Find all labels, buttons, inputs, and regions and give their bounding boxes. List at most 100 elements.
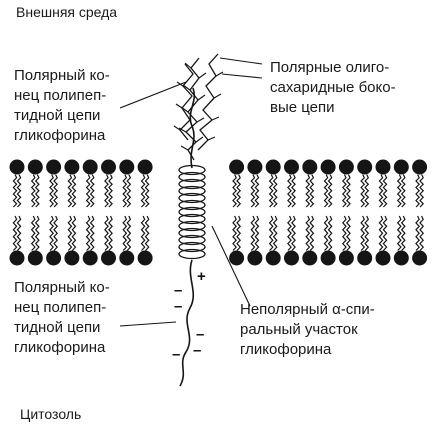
lipid-tail bbox=[382, 215, 388, 251]
lipid-tail bbox=[415, 215, 421, 251]
lipid-tail bbox=[108, 215, 113, 251]
lipid-tail bbox=[34, 215, 40, 251]
lipid-head bbox=[137, 159, 153, 175]
lipid-head bbox=[229, 250, 245, 266]
lipid-tail bbox=[364, 215, 370, 251]
lipid-tail bbox=[144, 215, 150, 251]
minus-charge: – bbox=[196, 326, 205, 343]
lipid-tail bbox=[53, 215, 59, 251]
helix-label-line: гликофорина bbox=[240, 341, 332, 358]
lipid-tail bbox=[49, 215, 55, 251]
pointer-line bbox=[219, 57, 263, 65]
sugar-branch bbox=[195, 136, 204, 143]
lipid-tail bbox=[122, 215, 128, 251]
lipid-tail bbox=[250, 174, 256, 208]
minus-charge: – bbox=[172, 346, 181, 363]
lipid-tail bbox=[327, 215, 333, 251]
helix-coil bbox=[178, 206, 206, 218]
lipid-tail bbox=[323, 174, 329, 208]
lipid-tail bbox=[345, 174, 351, 208]
helix-coil bbox=[178, 199, 206, 211]
lipid-tail bbox=[378, 215, 384, 251]
sugar-chain bbox=[197, 53, 219, 151]
polar-end-bottom-label: Полярный ко- нец полипеп- тидной цепи гл… bbox=[14, 278, 110, 358]
polar-end-top-label: Полярный ко- нец полипеп- тидной цепи гл… bbox=[14, 66, 110, 146]
polar-end-bottom-line: Полярный ко- bbox=[14, 279, 110, 296]
polar-end-bottom-line: нец полипеп- bbox=[14, 299, 107, 316]
lipid-head bbox=[82, 250, 98, 266]
sugar-branch bbox=[182, 84, 191, 91]
lipid-tail bbox=[12, 174, 18, 208]
sugar-branch bbox=[175, 103, 183, 109]
lipid-head bbox=[46, 159, 62, 175]
lipid-tail bbox=[108, 174, 113, 208]
lipid-head bbox=[320, 250, 336, 266]
lipid-tail bbox=[236, 215, 242, 251]
lipid-tail bbox=[341, 215, 347, 251]
lipid-tail bbox=[419, 174, 425, 208]
lipid-head bbox=[9, 159, 25, 175]
lipid-head bbox=[302, 250, 318, 266]
lipid-tail bbox=[419, 215, 425, 251]
sugar-branch bbox=[180, 106, 189, 113]
lipid-tail bbox=[345, 215, 351, 251]
lipid-tail bbox=[30, 174, 36, 208]
lipid-head bbox=[302, 159, 318, 175]
glycophorin-protein bbox=[178, 87, 206, 387]
helix-label-line: ральный участок bbox=[240, 321, 358, 338]
lipid-head bbox=[284, 159, 299, 175]
lipid-head bbox=[338, 159, 354, 175]
lipid-tail bbox=[53, 174, 59, 208]
lipid-tail bbox=[12, 215, 18, 251]
lipid-tail bbox=[291, 215, 296, 251]
helix-coil bbox=[178, 227, 206, 239]
lipid-head bbox=[119, 250, 135, 266]
helix-coil bbox=[178, 192, 206, 204]
lipid-tail bbox=[415, 174, 421, 208]
lipid-tail bbox=[396, 215, 402, 251]
sugar-chain bbox=[179, 63, 194, 141]
sugar-branch bbox=[215, 71, 224, 77]
lipid-head bbox=[284, 250, 299, 266]
lipid-head bbox=[9, 250, 25, 266]
lipid-tail bbox=[232, 215, 238, 251]
sugar-branch bbox=[180, 145, 189, 151]
lipid-tail bbox=[85, 174, 91, 208]
lipid-head bbox=[64, 250, 80, 266]
lipid-tail bbox=[144, 174, 150, 208]
lipid-head bbox=[265, 250, 281, 266]
sugar-branch bbox=[198, 72, 207, 79]
plus-charge: + bbox=[197, 268, 206, 285]
lipid-tail bbox=[305, 174, 311, 208]
pointer-line bbox=[211, 225, 251, 307]
pointer-line bbox=[119, 321, 177, 327]
helix-coil bbox=[178, 178, 206, 190]
lipid-tail bbox=[287, 174, 292, 208]
lipid-tail bbox=[104, 174, 109, 208]
lipid-head bbox=[27, 250, 43, 266]
outside-region-label: Внешняя среда bbox=[16, 4, 118, 20]
sugar-branch bbox=[184, 62, 192, 69]
oligosaccharide-line: сахаридные боко- bbox=[270, 79, 396, 96]
oligosaccharide-line: вые цепи bbox=[270, 99, 335, 116]
lipid-tail bbox=[272, 174, 278, 208]
lipid-tail bbox=[254, 174, 260, 208]
oligosaccharide-chains bbox=[173, 53, 224, 161]
sugar-branch bbox=[178, 127, 187, 133]
lipid-tail bbox=[400, 174, 406, 208]
lipid-tail bbox=[382, 174, 388, 208]
lipid-tail bbox=[67, 215, 73, 251]
minus-charge: – bbox=[193, 342, 202, 359]
lipid-tail bbox=[67, 174, 73, 208]
lipid-tail bbox=[323, 215, 329, 251]
lipid-tail bbox=[268, 215, 274, 251]
sugar-branch bbox=[197, 94, 206, 101]
polar-end-top-line: нец полипеп- bbox=[14, 87, 107, 104]
helix-coil bbox=[178, 220, 206, 232]
helix-coil bbox=[178, 241, 206, 253]
lipid-head bbox=[357, 159, 373, 175]
lipid-tail bbox=[309, 215, 315, 251]
lipid-tail bbox=[122, 174, 128, 208]
lipid-head bbox=[247, 250, 263, 266]
